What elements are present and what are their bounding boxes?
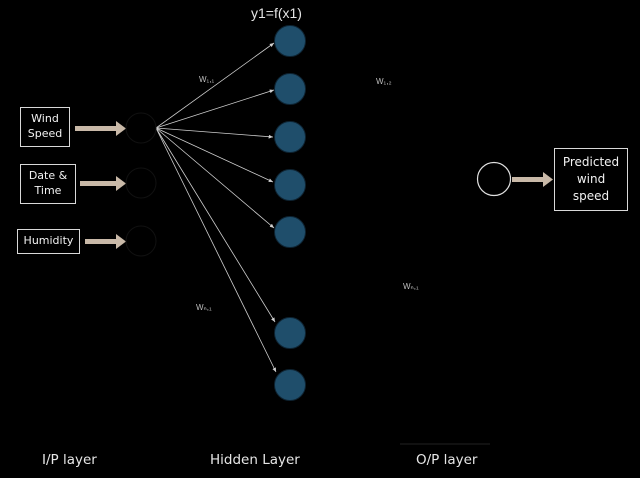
layer-label-input: I/P layer xyxy=(42,452,97,468)
hidden-node-3 xyxy=(274,121,306,153)
input-box-humidity: Humidity xyxy=(17,229,80,254)
connection-2 xyxy=(155,89,275,129)
layer-label-hidden: Hidden Layer xyxy=(210,452,300,468)
connection-1 xyxy=(155,42,275,129)
hidden-node-4 xyxy=(274,169,306,201)
hidden-formula: y1=f(x1) xyxy=(251,5,302,21)
connection-3 xyxy=(155,127,274,139)
output-box-predicted-wind-speed: Predicted wind speed xyxy=(554,148,628,211)
weight-label-wn2: Wₙ,₁ xyxy=(403,282,419,291)
input-node-1 xyxy=(125,112,157,144)
hidden-node-2 xyxy=(274,73,306,105)
weight-label-w11: W₁,₁ xyxy=(199,75,215,84)
input-arrow-humidity xyxy=(85,234,126,249)
connection-4 xyxy=(155,127,274,183)
hidden-nodes xyxy=(274,25,306,401)
weight-label-w12: W₁,₂ xyxy=(376,77,392,86)
input-label-date-time: Date & Time xyxy=(28,169,68,197)
connection-6 xyxy=(155,127,276,323)
connection-5 xyxy=(155,127,275,229)
input-arrows xyxy=(75,121,126,249)
input-arrow-date-time xyxy=(80,176,126,191)
input-nodes xyxy=(125,112,157,257)
hidden-node-1 xyxy=(274,25,306,57)
hidden-node-7 xyxy=(274,369,306,401)
layer-label-output: O/P layer xyxy=(416,452,478,468)
input-label-humidity: Humidity xyxy=(23,234,74,248)
input-node-2 xyxy=(125,167,157,199)
input-arrow-wind-speed xyxy=(75,121,126,136)
output-label: Predicted wind speed xyxy=(562,155,620,203)
weight-label-wn1: Wₙ,₁ xyxy=(196,303,212,312)
input-box-date-time: Date & Time xyxy=(20,164,76,204)
input-node-3 xyxy=(125,225,157,257)
hidden-node-5 xyxy=(274,216,306,248)
hidden-node-6 xyxy=(274,317,306,349)
input-box-wind-speed: Wind Speed xyxy=(20,107,70,147)
connections xyxy=(155,42,277,373)
input-label-wind-speed: Wind Speed xyxy=(27,112,63,140)
output-node xyxy=(476,161,512,197)
output-arrow xyxy=(512,172,553,187)
connection-7 xyxy=(155,127,277,373)
